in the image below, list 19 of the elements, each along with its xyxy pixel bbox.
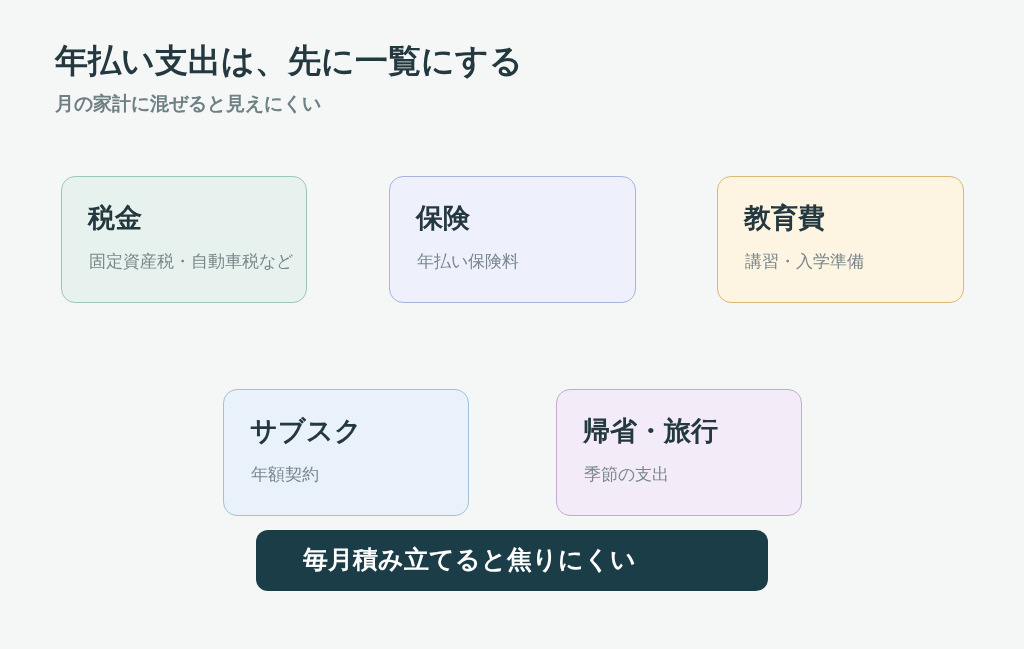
card-heading: 税金 [88,202,142,235]
category-card [61,176,307,303]
card-description: 年額契約 [251,465,319,485]
card-description: 季節の支出 [584,465,669,485]
banner-text: 毎月積み立てると焦りにくい [303,545,636,575]
page-title: 年払い支出は、先に一覧にする [55,41,523,81]
category-card [556,389,802,516]
card-heading: 帰省・旅行 [583,415,718,448]
summary-banner [256,530,768,591]
category-card [389,176,636,303]
card-heading: 教育費 [744,202,825,235]
subtitle: 月の家計に混ぜると見えにくい [55,92,321,115]
card-heading: 保険 [416,202,470,235]
category-card [717,176,964,303]
card-description: 固定資産税・自動車税など [89,252,293,272]
card-description: 年払い保険料 [417,252,519,272]
category-card [223,389,469,516]
card-description: 講習・入学準備 [745,252,864,272]
card-heading: サブスク [250,415,362,448]
